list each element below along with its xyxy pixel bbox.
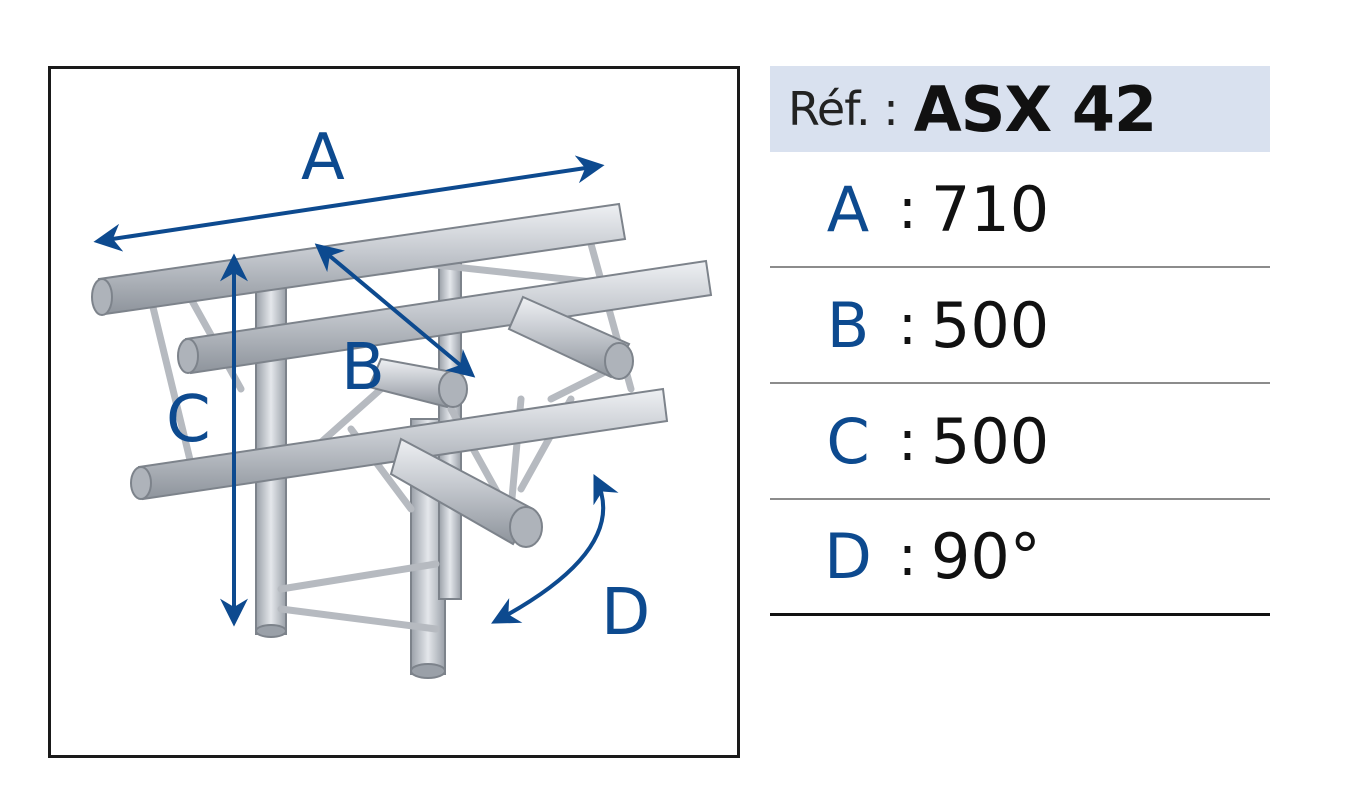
truss-diagram: A B C D <box>48 66 740 758</box>
dimension-value: 500 <box>930 404 1050 478</box>
dimension-colon: : <box>898 292 917 358</box>
dimension-row-c: C : 500 <box>770 384 1270 500</box>
arrow-a <box>93 155 605 252</box>
dimension-value: 500 <box>930 288 1050 362</box>
truss-illustration: A B C D <box>91 121 713 679</box>
spec-table: Réf. : ASX 42 A : 710 B : 500 C : 500 D … <box>770 66 1270 616</box>
dimension-letter: D <box>824 520 872 593</box>
reference-value: ASX 42 <box>913 72 1157 146</box>
dimension-colon: : <box>898 524 917 589</box>
dimension-colon: : <box>898 408 917 474</box>
dimension-value: 90° <box>930 520 1041 593</box>
reference-row: Réf. : ASX 42 <box>770 66 1270 152</box>
dimension-arrows <box>93 155 619 627</box>
reference-label: Réf. : <box>788 82 899 136</box>
dimension-letter: B <box>826 288 870 362</box>
label-a: A <box>301 121 345 195</box>
label-d: D <box>601 576 650 650</box>
dimension-row-a: A : 710 <box>770 152 1270 268</box>
dimension-letter: C <box>826 404 870 478</box>
label-c: C <box>166 383 211 457</box>
dimension-colon: : <box>898 176 917 242</box>
dimension-letter: A <box>826 172 870 246</box>
arrow-d <box>491 473 619 624</box>
dimension-value: 710 <box>930 172 1050 246</box>
label-b: B <box>341 331 385 405</box>
arrow-b <box>314 243 476 378</box>
dimension-row-b: B : 500 <box>770 268 1270 384</box>
dimension-row-d: D : 90° <box>770 500 1270 616</box>
